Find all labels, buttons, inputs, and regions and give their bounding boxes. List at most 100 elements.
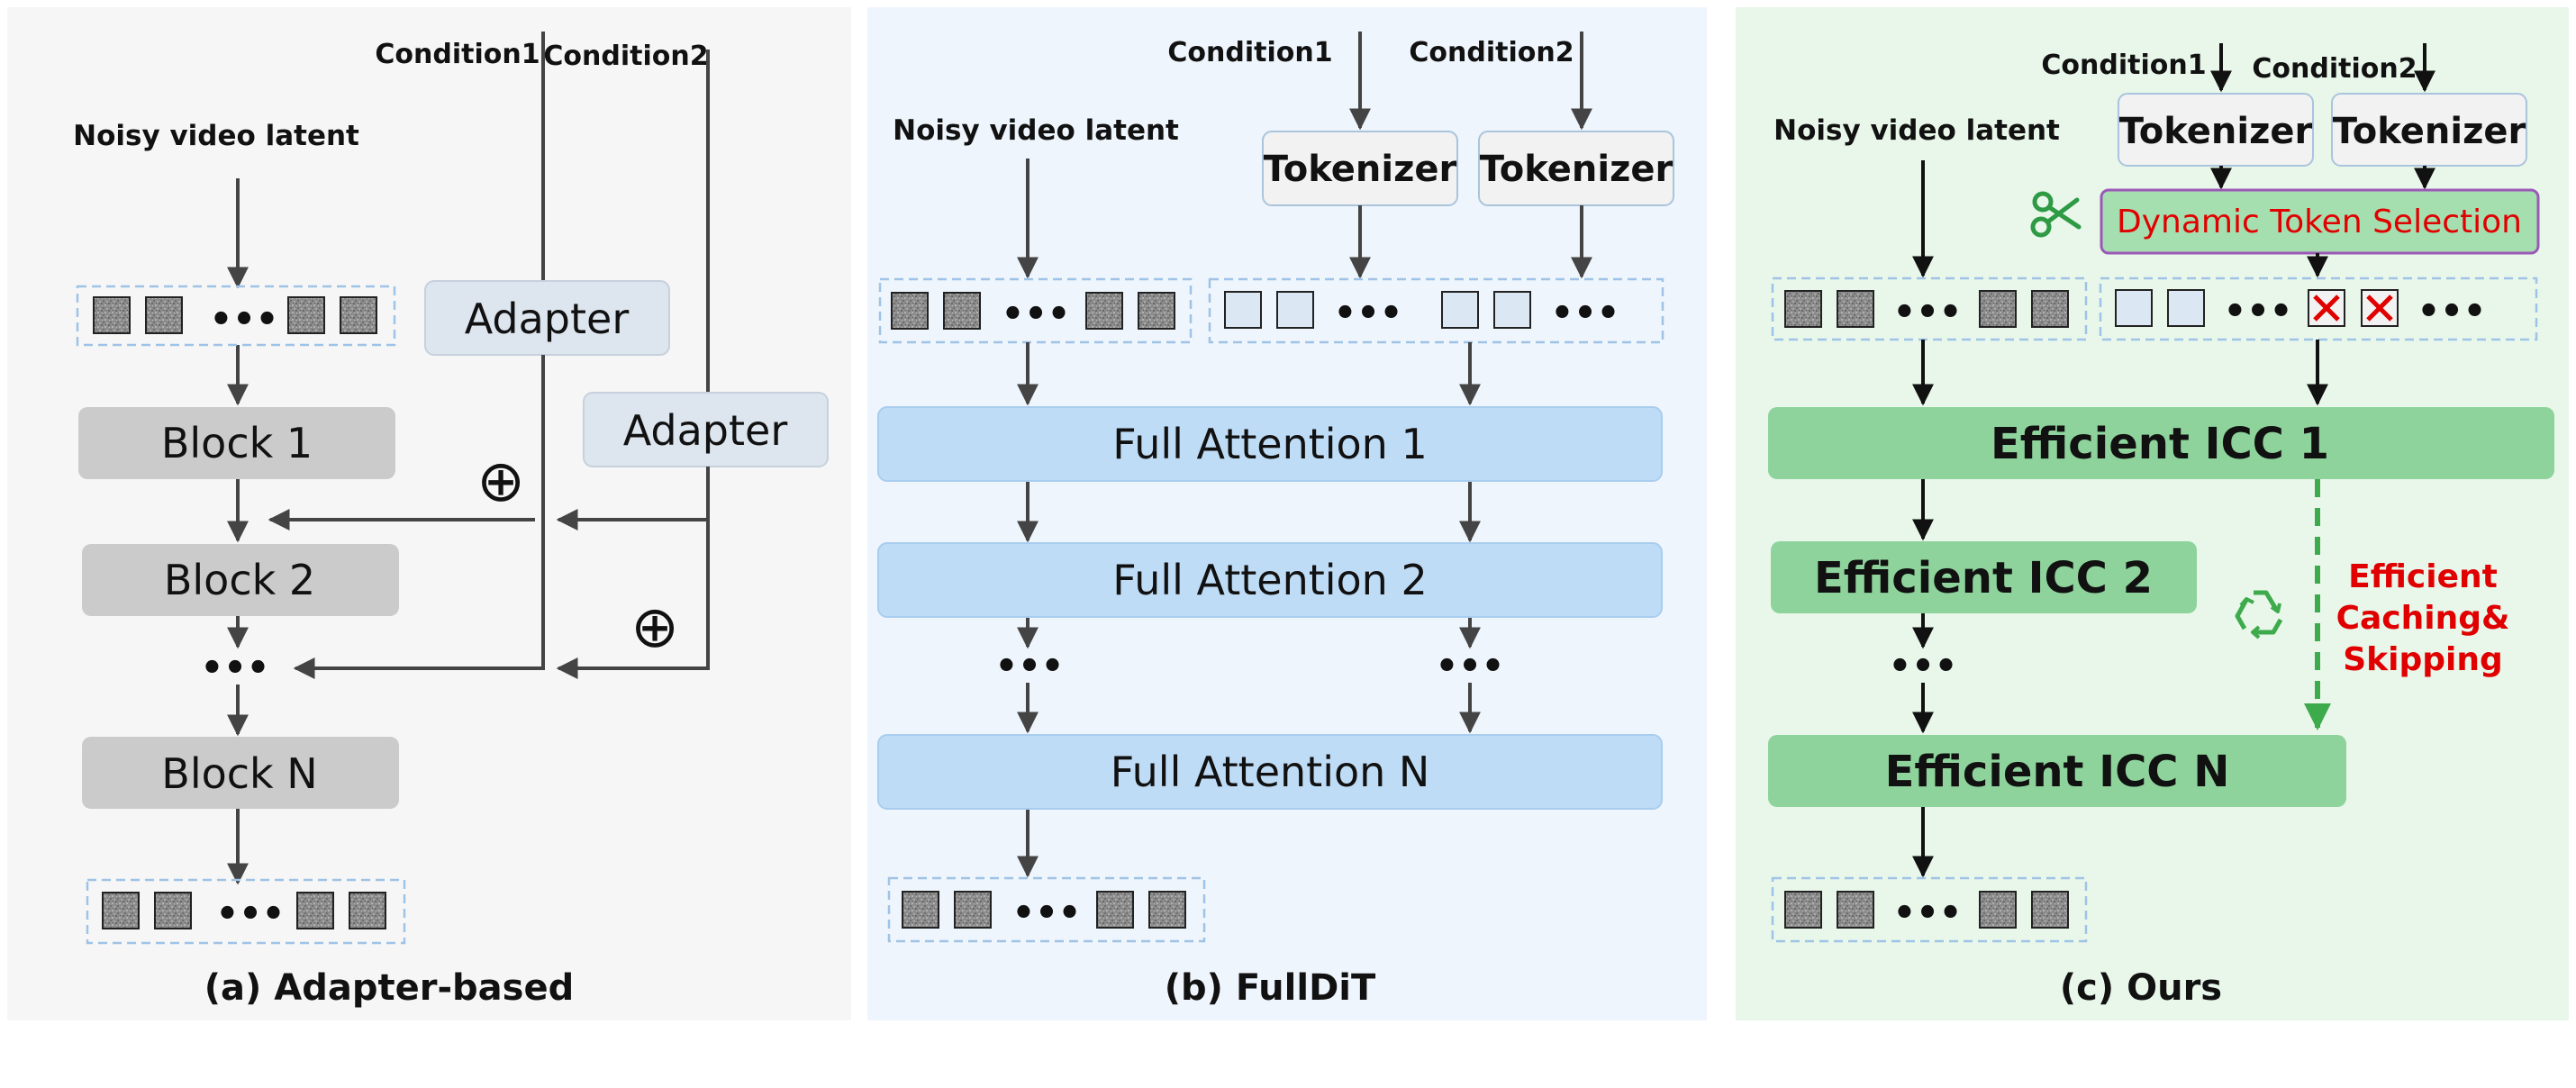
panel-a-adapter2 <box>583 392 829 467</box>
panel-c-condition-token <box>2115 289 2153 327</box>
efficient-icc2 <box>1771 541 2197 613</box>
panel-b-latent-token <box>954 891 992 929</box>
panel-b-latent-token <box>943 292 981 330</box>
panel-b-caption: (b) FullDiT <box>1165 967 1376 1009</box>
panel-b-tokenizer2-label: Tokenizer <box>1480 149 1673 190</box>
panel-b-condition1-label: Condition1 <box>1167 37 1332 68</box>
panel-c-latent-token <box>2031 891 2069 929</box>
panel-b-attention1-label: Full Attention 1 <box>1112 420 1427 468</box>
panel-a-background <box>7 7 851 1020</box>
panel-c-ours: Condition1 Condition2 Noisy video latent… <box>1736 7 2569 1020</box>
efficient-icc1-label: Efficient ICC 1 <box>1991 419 2329 469</box>
panel-a-adapter1-path <box>293 355 545 679</box>
panel-c-caption: (c) Ours <box>2060 967 2222 1009</box>
panel-b-attention2 <box>877 542 1663 618</box>
panel-b-ellipsis: ••• <box>1436 646 1505 687</box>
panel-a-adapter2-label: Adapter <box>623 406 788 455</box>
dynamic-token-selection-label: Dynamic Token Selection <box>2117 204 2522 240</box>
panel-a-noisy-latent-label: Noisy video latent <box>73 120 359 152</box>
panel-c-token-ellipsis: ••• <box>1893 893 1963 934</box>
panel-a-token <box>154 892 192 929</box>
panel-c-latent-token <box>1979 290 2017 328</box>
panel-a-adapter1-label: Adapter <box>465 295 630 343</box>
panel-c-token-ellipsis: ••• <box>2417 291 2487 332</box>
caching-skipping-label: Efficient <box>2348 558 2498 595</box>
panel-c-condition-token <box>2167 289 2205 327</box>
panel-c-tokenizer1 <box>2118 93 2314 167</box>
efficient-icc1 <box>1768 407 2554 479</box>
panel-c-latent-token <box>1784 891 1822 929</box>
panel-b-condition-token <box>1276 291 1314 329</box>
panel-b-tokenizer2 <box>1478 131 1674 206</box>
panel-a-adapter1 <box>424 280 670 356</box>
panel-b-noisy-latent-label: Noisy video latent <box>893 114 1179 147</box>
panel-c-condition2-label: Condition2 <box>2252 53 2417 85</box>
panel-b-latent-token <box>1096 891 1134 929</box>
panel-c-tokenizer2 <box>2331 93 2527 167</box>
panel-b-latent-token <box>902 891 939 929</box>
caching-skipping-label: Caching& <box>2336 600 2510 637</box>
panel-a-condition1-label: Condition1 <box>375 39 540 70</box>
panel-b-attentionN <box>877 734 1663 810</box>
dropped-token-x-icon <box>2361 289 2399 327</box>
panel-a-block1-label: Block 1 <box>161 419 313 467</box>
panel-a-blockN <box>82 737 399 809</box>
recycle-icon <box>2235 590 2283 639</box>
panel-b-attentionN-label: Full Attention N <box>1111 748 1430 796</box>
panel-b-token-ellipsis: ••• <box>1334 293 1403 334</box>
panel-b-condition2-label: Condition2 <box>1409 37 1574 68</box>
panel-c-latent-token <box>2031 290 2069 328</box>
panel-b-condition-token <box>1493 291 1531 329</box>
panel-b-fulldit: Condition1 Condition2 Noisy video latent… <box>867 7 1707 1020</box>
panel-b-attention1 <box>877 406 1663 482</box>
panel-a-block2-label: Block 2 <box>164 556 315 604</box>
panel-a-output-token-row <box>86 878 406 945</box>
panel-a-adapter-based: Condition1 Condition2 Noisy video latent… <box>7 7 851 1020</box>
panel-b-latent-token <box>891 292 929 330</box>
efficient-iccN <box>1768 735 2346 807</box>
panel-b-condition-token-row <box>1208 277 1664 344</box>
panel-a-token <box>93 296 131 334</box>
panel-b-token-ellipsis: ••• <box>1002 294 1071 335</box>
panel-b-token-ellipsis: ••• <box>1012 893 1082 934</box>
panel-b-token-ellipsis: ••• <box>1551 293 1620 334</box>
panel-b-output-token-row <box>887 876 1206 943</box>
panel-c-latent-token <box>1837 891 1874 929</box>
panel-a-token <box>102 892 140 929</box>
panel-a-caption: (a) Adapter-based <box>204 967 574 1009</box>
panel-c-token-ellipsis: ••• <box>2224 291 2293 332</box>
panel-a-plus-sign: ⊕ <box>476 449 525 515</box>
panel-c-condition1-label: Condition1 <box>2041 50 2206 81</box>
efficient-icc2-label: Efficient ICC 2 <box>1814 553 2153 603</box>
panel-c-ellipsis: ••• <box>1889 646 1958 687</box>
panel-c-noisy-latent-label: Noisy video latent <box>1773 114 2060 147</box>
panel-c-latent-token <box>1837 290 1874 328</box>
panel-b-condition-token <box>1441 291 1479 329</box>
panel-b-latent-token <box>1148 891 1186 929</box>
caching-skipping-label: Skipping <box>2343 641 2503 678</box>
panel-b-ellipsis: ••• <box>995 646 1065 687</box>
panel-a-token-ellipsis: ••• <box>216 893 286 935</box>
panel-a-token <box>296 892 334 929</box>
panel-c-output-token-row <box>1771 876 2088 943</box>
scissors-icon <box>2030 191 2082 238</box>
dynamic-token-selection-box <box>2100 188 2540 255</box>
dropped-token-x-icon <box>2308 289 2345 327</box>
panel-c-latent-token <box>1979 891 2017 929</box>
panel-c-latent-token <box>1784 290 1822 328</box>
panel-a-token-ellipsis: ••• <box>210 299 279 340</box>
panel-b-attention2-label: Full Attention 2 <box>1112 556 1427 604</box>
panel-b-tokenizer1-label: Tokenizer <box>1264 149 1457 190</box>
panel-c-token-ellipsis: ••• <box>1893 292 1963 333</box>
efficient-iccN-label: Efficient ICC N <box>1885 747 2230 797</box>
panel-a-block1 <box>78 407 395 479</box>
panel-a-token <box>145 296 183 334</box>
panel-b-condition-token <box>1224 291 1262 329</box>
panel-a-plus-sign: ⊕ <box>630 594 679 661</box>
panel-a-token <box>287 296 325 334</box>
panel-c-tokenizer1-label: Tokenizer <box>2119 111 2313 152</box>
panel-a-block2 <box>82 544 399 616</box>
panel-c-tokenizer2-label: Tokenizer <box>2333 111 2526 152</box>
panel-a-token <box>349 892 386 929</box>
